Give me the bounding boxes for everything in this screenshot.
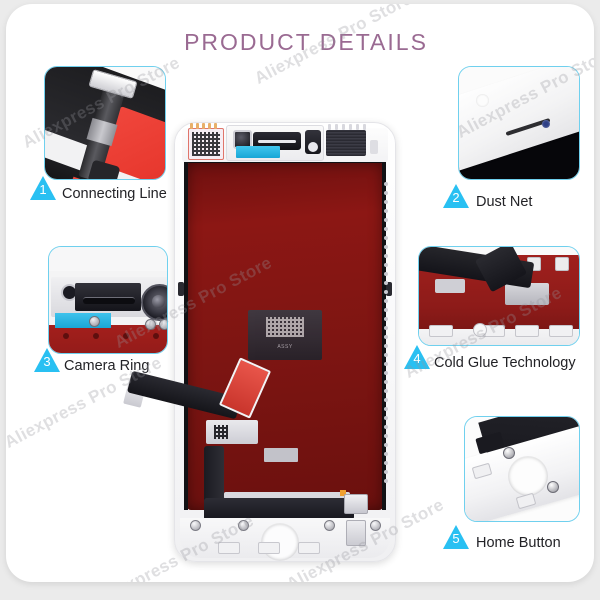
callout-label-dust-net: Dust Net bbox=[476, 194, 533, 210]
photo-connecting-line bbox=[45, 67, 165, 179]
callout-number: 5 bbox=[452, 531, 460, 546]
cyan-flex-strip bbox=[236, 146, 280, 158]
triangle-badge-icon bbox=[30, 176, 56, 200]
bottom-mounting-tabs bbox=[174, 542, 396, 556]
callout-label-connecting-line: Connecting Line bbox=[62, 186, 167, 202]
chip-marking: ASSY bbox=[277, 344, 293, 350]
callout-badge-1: 1 bbox=[30, 176, 56, 200]
silver-label bbox=[206, 420, 258, 444]
callout-number: 1 bbox=[39, 182, 47, 197]
main-product-image: ASSY bbox=[123, 122, 396, 562]
callout-number: 3 bbox=[43, 354, 51, 369]
lcd-edge-left bbox=[184, 162, 188, 510]
content-card: PRODUCT DETAILS ASSY bbox=[6, 4, 594, 582]
callout-label-home-button: Home Button bbox=[476, 535, 561, 551]
proximity-sensor bbox=[305, 130, 321, 154]
callout-badge-5: 5 bbox=[443, 525, 469, 549]
photo-cold-glue bbox=[419, 247, 579, 345]
callout-box-camera-ring[interactable] bbox=[48, 246, 168, 354]
qr-label-top bbox=[188, 128, 224, 160]
cold-glue-clips bbox=[419, 325, 579, 339]
flex-cable-thin bbox=[224, 492, 350, 499]
label-qr-pattern bbox=[214, 425, 228, 439]
callout-box-cold-glue[interactable] bbox=[418, 246, 580, 346]
earpiece-speaker bbox=[253, 132, 301, 150]
callout-number: 2 bbox=[452, 190, 460, 205]
callout-number: 4 bbox=[413, 351, 421, 366]
gray-pad bbox=[264, 448, 298, 462]
orange-marker bbox=[340, 490, 346, 496]
driver-chip: ASSY bbox=[248, 310, 322, 360]
triangle-badge-icon bbox=[404, 345, 430, 369]
chip-qr-pattern bbox=[266, 317, 304, 337]
side-clip-right bbox=[386, 282, 392, 296]
callout-box-dust-net[interactable] bbox=[458, 66, 580, 180]
red-base-holes bbox=[49, 333, 167, 343]
photo-camera-ring bbox=[49, 247, 167, 353]
connector-pins-right bbox=[326, 124, 368, 130]
shield-mesh bbox=[326, 130, 366, 156]
page-title: PRODUCT DETAILS bbox=[184, 29, 428, 55]
photo-dust-net bbox=[459, 67, 579, 179]
callout-badge-2: 2 bbox=[443, 184, 469, 208]
frame-notch bbox=[370, 140, 378, 154]
triangle-badge-icon bbox=[34, 348, 60, 372]
callout-box-connecting-line[interactable] bbox=[44, 66, 166, 180]
triangle-badge-icon bbox=[443, 184, 469, 208]
bottom-screw-holes bbox=[174, 520, 396, 534]
edge-dots-right bbox=[384, 182, 392, 483]
side-clip-left bbox=[178, 282, 184, 296]
qr-pattern bbox=[192, 132, 220, 156]
callout-label-cold-glue: Cold Glue Technology bbox=[434, 355, 576, 371]
callout-badge-4: 4 bbox=[404, 345, 430, 369]
callout-label-camera-ring: Camera Ring bbox=[64, 358, 150, 374]
connector-pins-top bbox=[188, 123, 222, 129]
callout-box-home-button[interactable] bbox=[464, 416, 580, 522]
home-button-hole bbox=[509, 457, 547, 495]
connector-right bbox=[344, 494, 368, 514]
bottom-connector bbox=[346, 520, 366, 546]
callout-badge-3: 3 bbox=[34, 348, 60, 372]
photo-home-button bbox=[465, 417, 579, 521]
flex-cable-horizontal bbox=[204, 498, 354, 520]
triangle-badge-icon bbox=[443, 525, 469, 549]
